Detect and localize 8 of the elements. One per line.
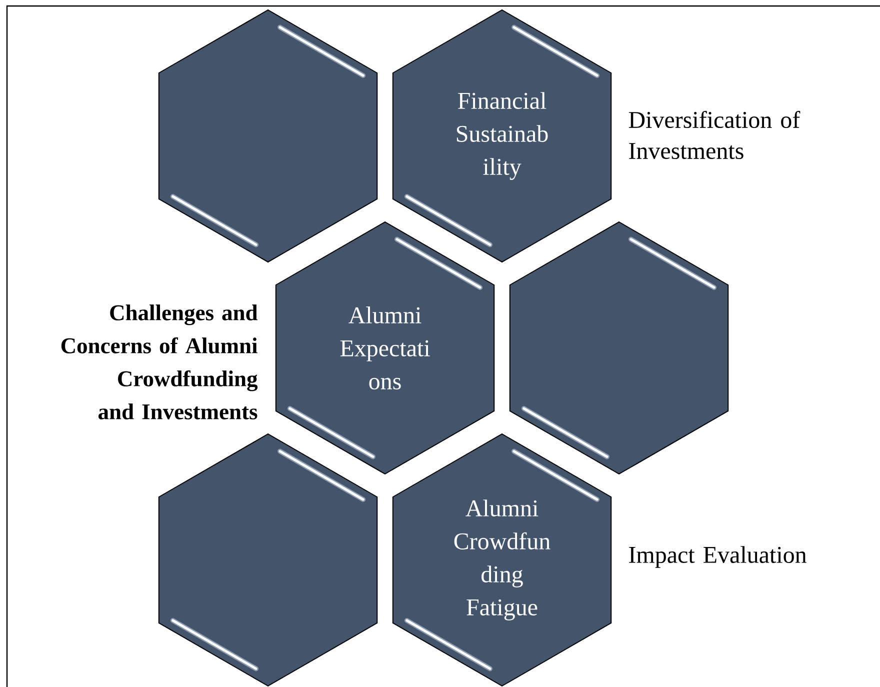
hexagon: Alumni Expectati ons — [275, 221, 495, 475]
side-label: Diversification of Investments — [628, 110, 800, 160]
hexagon — [509, 221, 729, 475]
hexagon — [158, 9, 378, 263]
hexagon: Financial Sustainab ility — [392, 9, 612, 263]
hexagon — [158, 433, 378, 687]
hexagon: Alumni Crowdfun ding Fatigue — [392, 433, 612, 687]
heading: Challenges and Concerns of Alumni Crowdfunding and Investments — [61, 304, 258, 420]
